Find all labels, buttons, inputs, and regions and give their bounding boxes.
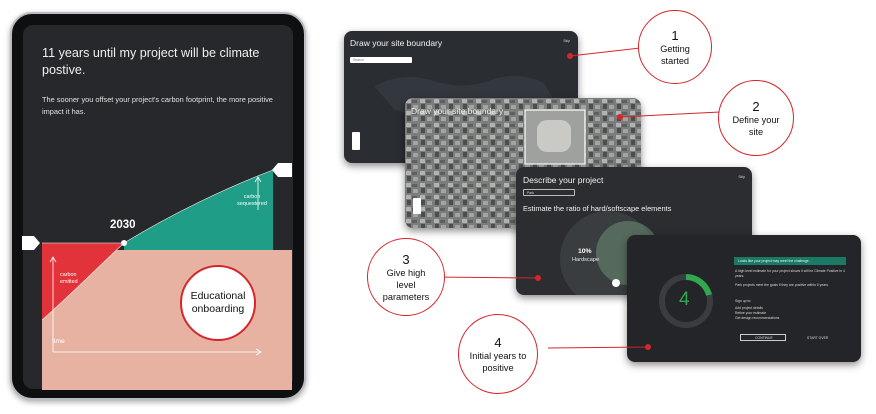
- callout-getting-started: 1 Getting started: [638, 10, 712, 84]
- bullet-1: Add project details: [735, 306, 763, 310]
- callout-2-dot: [617, 114, 623, 120]
- project-type-select[interactable]: Park: [523, 189, 575, 196]
- project-type-value: Park: [527, 191, 534, 195]
- boundary-skip-link[interactable]: Skip: [563, 39, 570, 43]
- ratio-question: Estimate the ratio of hard/softscape ele…: [523, 204, 672, 213]
- search-placeholder: Search: [353, 57, 364, 62]
- signup-label: Sign up to:: [735, 299, 752, 303]
- result-line2: Park projects meet the goals if they are…: [735, 283, 829, 287]
- callout-1-text: Getting started: [660, 43, 690, 66]
- hardscape-percent: 10%: [578, 248, 592, 255]
- emitted-label: carbon emitted: [60, 272, 78, 285]
- callout-3-text: Give high level parameters: [382, 267, 430, 302]
- callout-1-dot: [567, 53, 573, 59]
- callout-4-number: 4: [494, 334, 502, 350]
- sequestered-area: [124, 170, 273, 250]
- result-banner: Looks like your project may meet the cha…: [734, 257, 846, 265]
- callout-1-number: 1: [671, 27, 679, 43]
- carbon-chart: [22, 163, 292, 390]
- callout-4-dot: [645, 344, 651, 350]
- time-label: time: [52, 338, 65, 345]
- continue-button[interactable]: CONTINUE: [740, 334, 786, 341]
- left-flag: [22, 236, 40, 250]
- years-ring: [659, 274, 713, 328]
- card-result: Looks like your project may meet the cha…: [627, 235, 861, 362]
- map-tools[interactable]: [413, 198, 421, 214]
- callout-3-number: 3: [402, 251, 410, 267]
- year-label: 2030: [110, 219, 136, 231]
- search-input[interactable]: Search: [350, 57, 412, 63]
- result-banner-text: Looks like your project may meet the cha…: [738, 258, 810, 263]
- tablet-title: 11 years until my project will be climat…: [42, 46, 260, 77]
- map-tools[interactable]: [352, 132, 360, 150]
- year-marker: [121, 240, 127, 246]
- callout-2-number: 2: [752, 98, 760, 114]
- callout-3-dot: [535, 275, 541, 281]
- callout-4-text: Initial years to positive: [469, 350, 527, 373]
- callout-2-text: Define your site: [732, 114, 780, 137]
- continue-label: CONTINUE: [755, 336, 773, 340]
- years-number: 4: [679, 289, 690, 310]
- hardscape-label: Hardscape: [572, 257, 600, 263]
- boundary-title: Draw your site boundary: [350, 38, 443, 48]
- define-title: Draw your site boundary: [411, 106, 504, 116]
- bullet-3: Get design recommendations: [735, 316, 780, 320]
- describe-title: Describe your project: [523, 175, 604, 185]
- callout-define-site: 2 Define your site: [718, 80, 794, 156]
- callout-years-positive: 4 Initial years to positive: [458, 314, 538, 394]
- tablet-subtitle: The sooner you offset your project's car…: [42, 95, 273, 116]
- bullet-2: Refine your estimate: [735, 311, 767, 315]
- describe-skip-link[interactable]: Skip: [738, 175, 745, 179]
- result-line1: A high level estimate for your project s…: [735, 269, 845, 278]
- start-over-link[interactable]: START OVER: [807, 336, 829, 340]
- right-flag: [272, 163, 292, 177]
- callout-parameters: 3 Give high level parameters: [367, 238, 445, 316]
- sequestered-label: carbon sequestered: [237, 194, 267, 207]
- onboarding-callout: Educational onboarding: [180, 265, 256, 341]
